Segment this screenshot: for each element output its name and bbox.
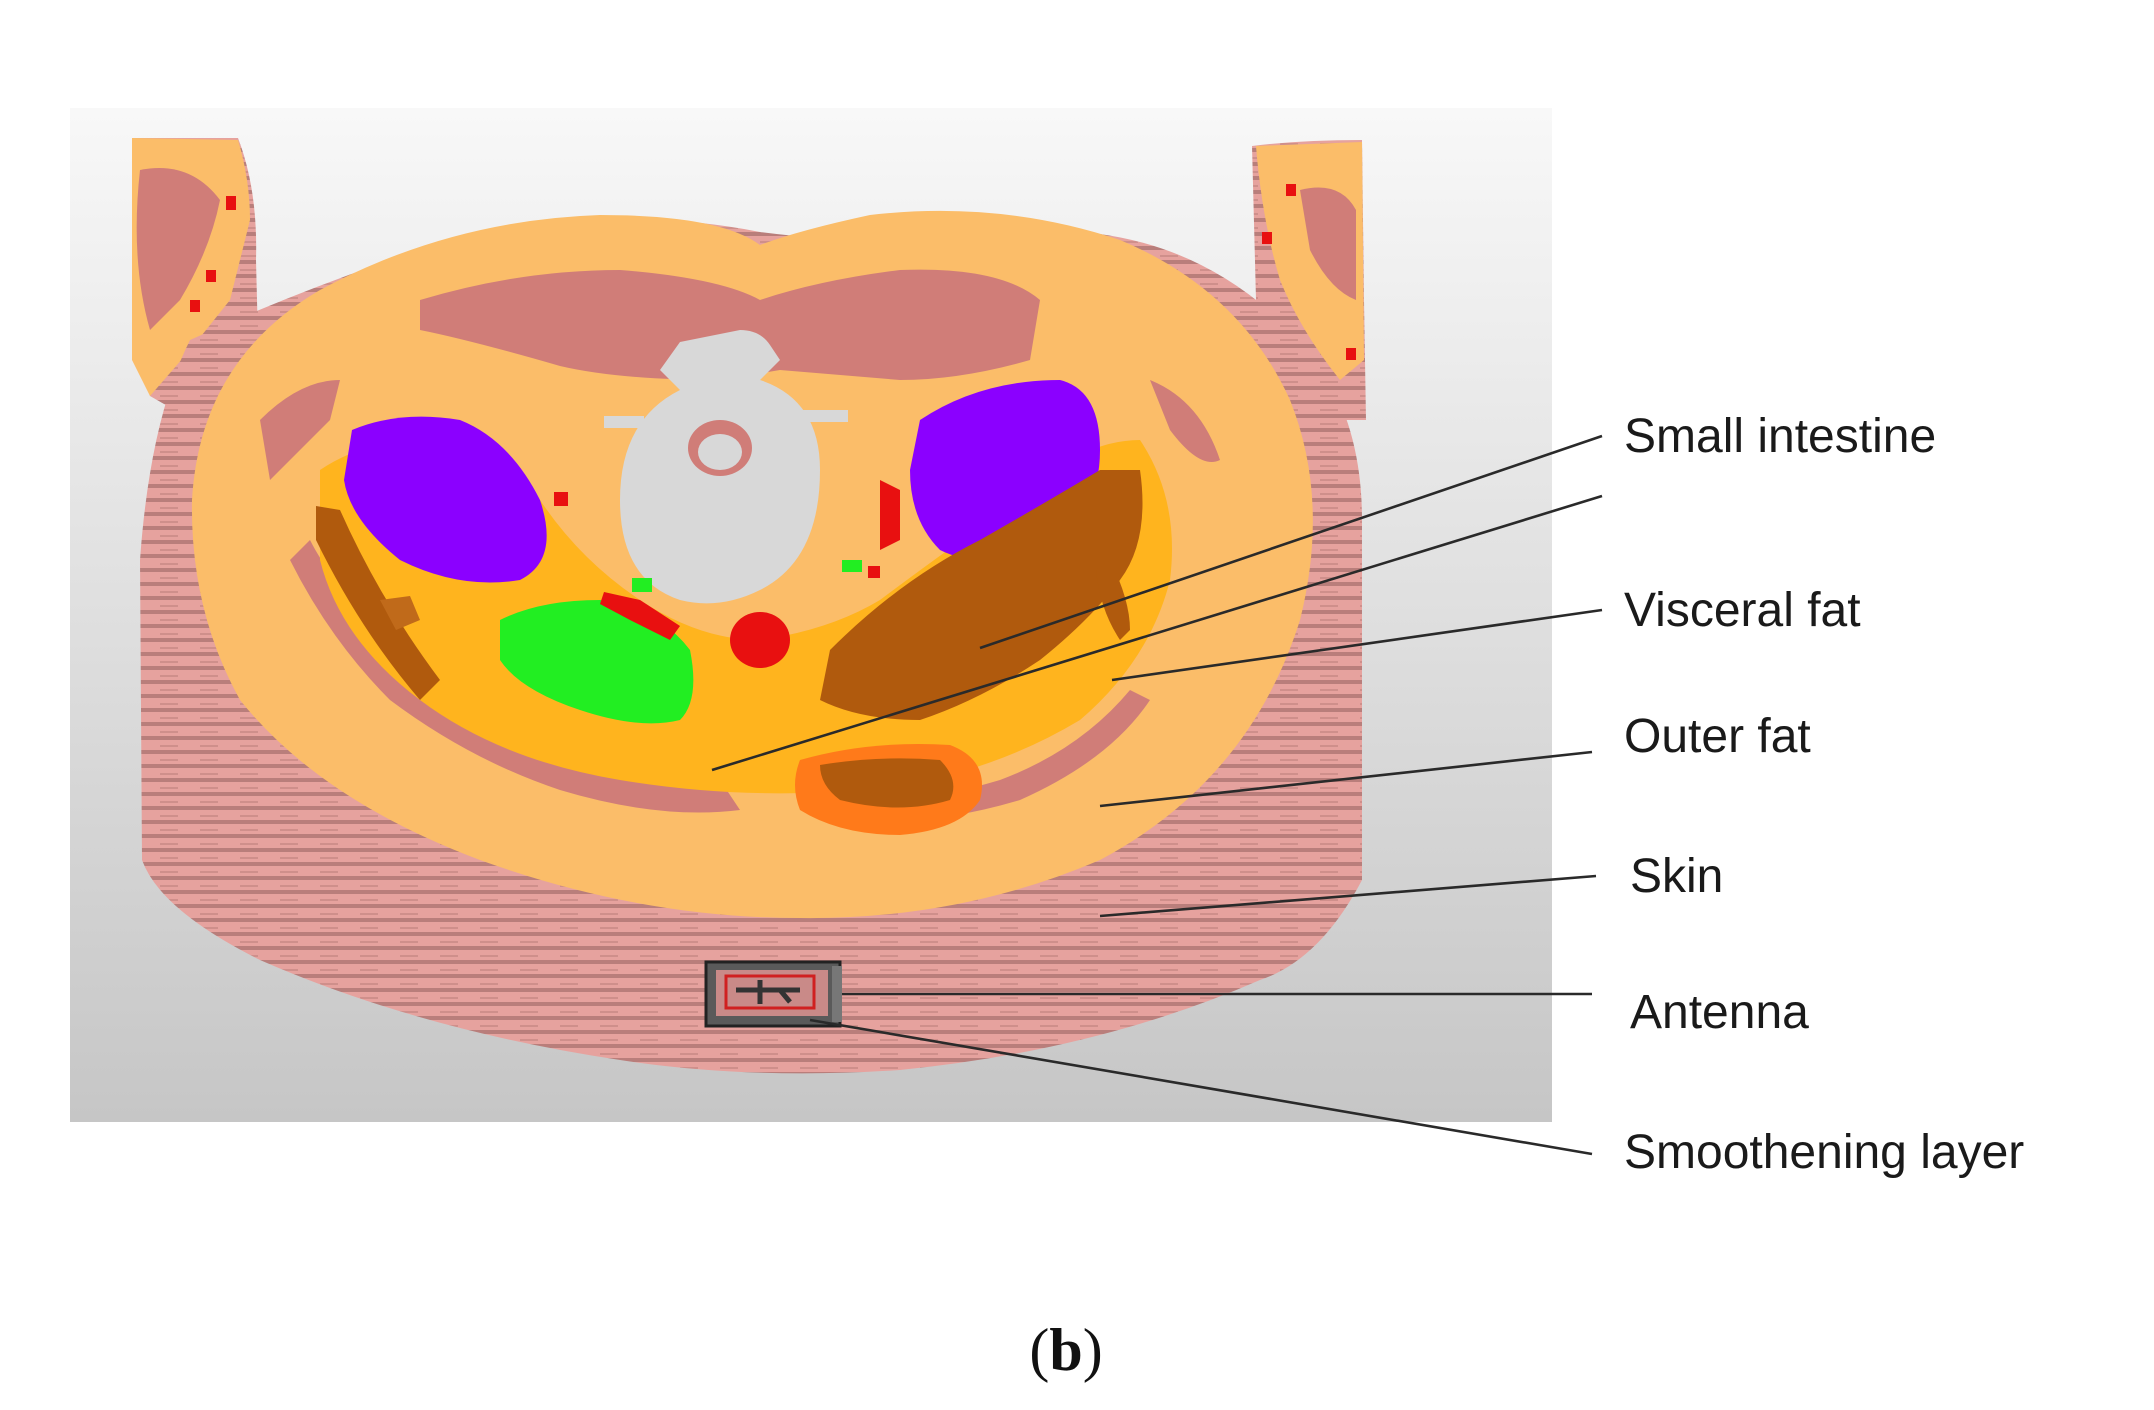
label-outer-fat: Outer fat xyxy=(1624,710,1811,763)
colon xyxy=(500,600,694,724)
antenna xyxy=(704,960,842,1028)
label-visceral-fat: Visceral fat xyxy=(1624,584,1861,637)
aorta xyxy=(730,612,790,668)
muscle-layer xyxy=(420,269,1040,380)
figure-caption: (b) xyxy=(1029,1317,1102,1383)
label-skin: Skin xyxy=(1630,850,1723,903)
caption-open-paren: ( xyxy=(1029,1317,1049,1383)
caption-letter: b xyxy=(1049,1317,1082,1383)
spine xyxy=(604,330,848,604)
label-small-intestine: Small intestine xyxy=(1624,410,1936,463)
label-antenna: Antenna xyxy=(1630,986,1809,1039)
small-intestine xyxy=(820,470,1143,720)
label-smoothening-layer: Smoothening layer xyxy=(1624,1126,2024,1179)
caption-close-paren: ) xyxy=(1083,1317,1103,1383)
left-kidney xyxy=(344,416,547,583)
leader-lines xyxy=(711,434,1603,1156)
